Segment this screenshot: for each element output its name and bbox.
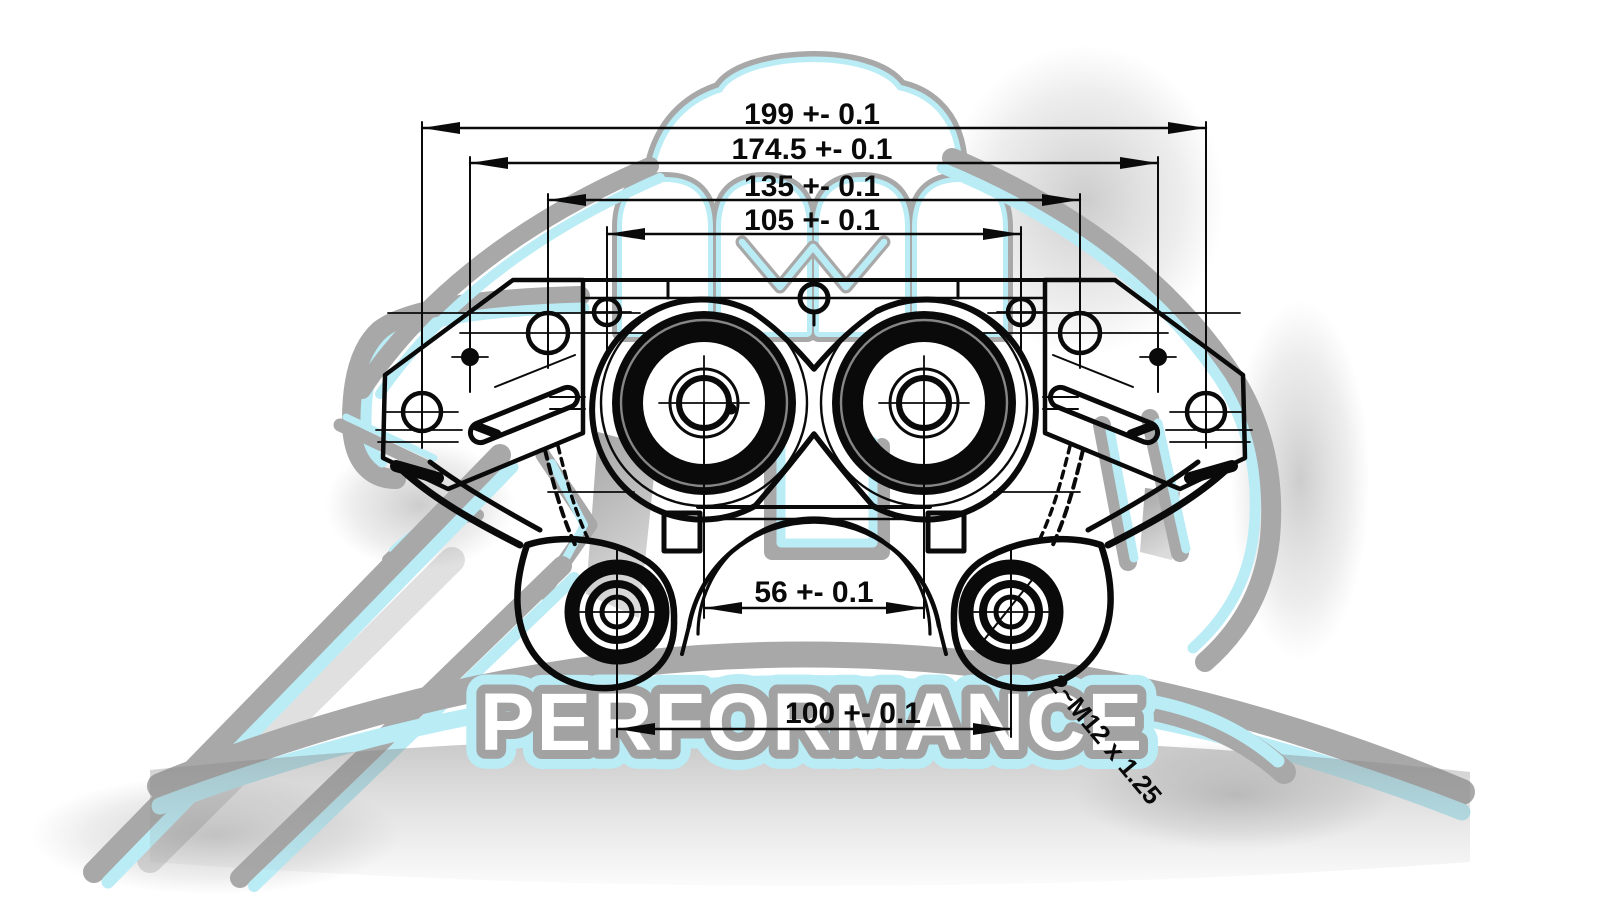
right-ear-slot-end [1126,421,1157,439]
left-arm-outer [398,466,524,549]
bottom-drop-shadow [150,735,1470,886]
watermark-logo: PERFORMANCE PERFORMANCE PERFORMANCE [30,45,1475,895]
dim-label-56: 56 +- 0.1 [754,576,873,609]
left-arm-blob [390,460,444,484]
arch-outer [686,519,942,629]
bracket-tab-left [661,510,703,554]
housing-bottom-tent [752,431,876,509]
left-accent-cyan [342,413,438,462]
pad-bracket [661,505,967,656]
right-arm-boot-b [1036,444,1072,545]
right-arm [1036,444,1238,551]
dim-label-199: 199 +- 0.1 [744,98,880,131]
dim-label-174: 174.5 +- 0.1 [732,133,893,166]
piston-left-notch [725,403,737,415]
left-arm-inner [427,459,543,533]
brand-wordmark: PERFORMANCE PERFORMANCE PERFORMANCE [461,658,1161,787]
bracket-tab-right [925,510,967,554]
left-lug-outline [514,535,678,692]
extension-lines [421,121,1207,738]
crown-w-squiggle-cyan [738,238,888,291]
left-ear-slot [467,384,581,446]
right-ear-slot [1047,384,1161,446]
brand-text-halo: PERFORMANCE [480,677,1144,768]
bridge-ticks [666,278,960,300]
brand-text-fill: PERFORMANCE [480,677,1144,768]
left-ear-outline [380,277,586,492]
top-bridge [511,278,1117,327]
housing-side-steps [549,396,1079,410]
dim-label-100: 100 +- 0.1 [785,697,921,730]
smile-band-gray [147,641,1475,805]
arch-inner [696,516,932,636]
dimension-lines [420,126,1208,731]
right-ear-outline [1042,277,1248,492]
left-arm-boot-b [556,444,592,545]
left-ear-ridge [494,354,576,388]
dim-label-135: 135 +- 0.1 [744,170,880,203]
frame-left-upper-gray [353,157,659,399]
piston-right-seal-ring [832,311,1016,495]
left-arm [390,444,592,551]
right-arm-outer [1104,466,1230,549]
frame-right-gray [942,148,1282,672]
right-lug-outline [950,535,1114,692]
caliper-line-art: 199 +- 0.1 174.5 +- 0.1 135 +- 0.1 105 +… [375,98,1253,810]
right-arm-blob [1184,460,1238,484]
left-ear-slot-end [471,421,502,439]
square-u-gray [764,438,890,560]
tail-cyan [1117,690,1285,768]
piston-left-seal-ring [612,311,796,495]
dim-label-105: 105 +- 0.1 [744,204,880,237]
arch-stubs [680,624,948,656]
right-ear-ridge [1052,354,1134,388]
right-arm-inner [1085,459,1201,533]
